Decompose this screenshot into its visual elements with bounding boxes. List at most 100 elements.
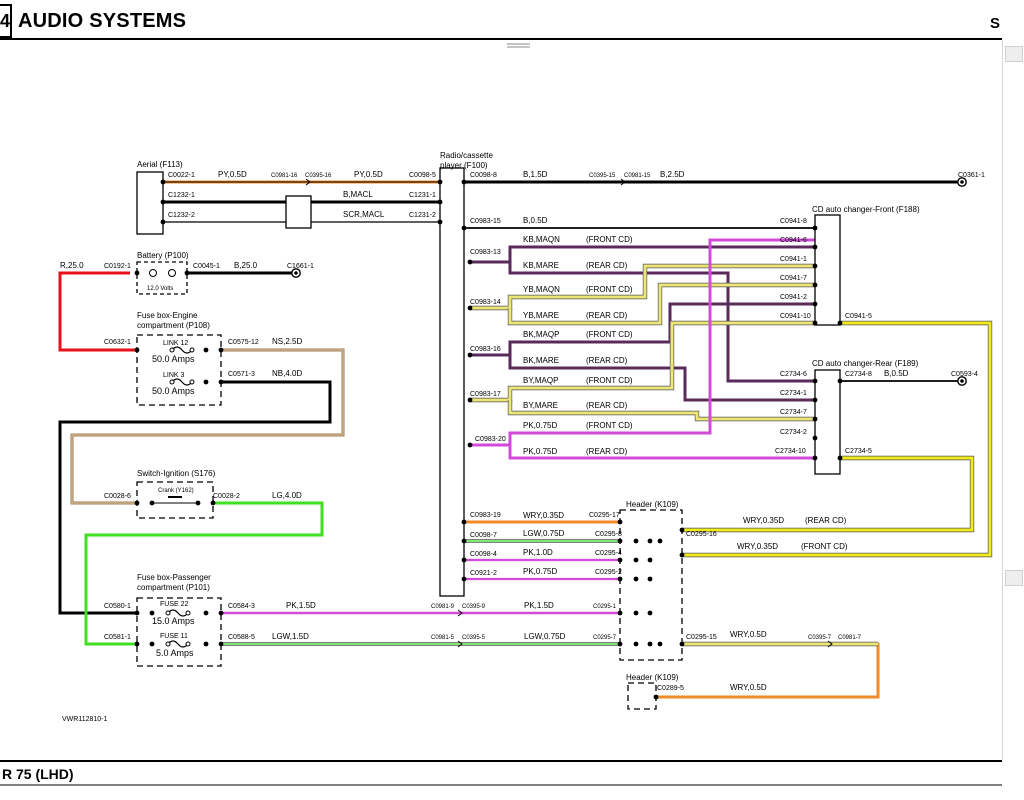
wire-label: C0941-1	[780, 256, 807, 263]
wire-label: C0098-7	[470, 532, 497, 539]
wire-label: C0580-1	[104, 603, 131, 610]
link3-fuse-icon	[171, 378, 193, 386]
pin-dot	[617, 519, 623, 525]
pin-dot	[633, 641, 639, 647]
wire-label: C0983-20	[475, 436, 506, 443]
pin-dot	[812, 244, 818, 250]
wire-label: C2734-5	[845, 448, 872, 455]
wire-label: (REAR CD)	[586, 261, 628, 270]
pin-dot	[160, 219, 166, 225]
cd-changer-rear-box	[814, 369, 841, 475]
pin-dot	[617, 641, 623, 647]
wire-label: PK,0.75D	[523, 447, 557, 456]
pin-dot	[218, 347, 224, 353]
wire-label: C0028-2	[213, 493, 240, 500]
scroll-up-marker[interactable]	[1005, 46, 1023, 62]
wire-label: B,2.5D	[660, 170, 685, 179]
fuse11-amps: 5.0 Amps	[156, 648, 194, 658]
wire-label: C0028-6	[104, 493, 131, 500]
wire-label: BK,MARE	[523, 356, 559, 365]
wire-label: PK,1.5D	[524, 601, 554, 610]
wire-label: SCR,MACL	[343, 210, 385, 219]
wire-label: C1231-2	[409, 212, 436, 219]
pin-dot	[461, 179, 467, 185]
link3-amps: 50.0 Amps	[152, 386, 195, 396]
wire-label: C0295-4	[595, 550, 622, 557]
wire-label: C0575-12	[228, 339, 259, 346]
pin-dot	[467, 305, 473, 311]
pin-dot	[812, 225, 818, 231]
wire-label: C0983-17	[470, 391, 501, 398]
wire-yb-maqn	[470, 264, 815, 310]
wire-label: C0983-13	[470, 249, 501, 256]
wire-pk-front	[470, 238, 815, 447]
fuse22-label: FUSE 22	[160, 601, 189, 608]
wire-cd-front-yellow	[682, 321, 992, 557]
wire-label: (FRONT CD)	[586, 376, 633, 385]
page-marker-box: 4	[0, 4, 12, 38]
pin-dot	[812, 435, 818, 441]
wire-label: C0295-15	[686, 634, 717, 641]
ground-terminal-center	[960, 379, 964, 383]
link3-fuse-icon-end-a	[169, 379, 175, 385]
pin-dot	[679, 641, 685, 647]
pin-dot	[437, 179, 443, 185]
link12-fuse-icon	[171, 346, 193, 354]
pin-dot	[647, 610, 653, 616]
wire-label: C0584-3	[228, 603, 255, 610]
inline-connector-icon	[457, 640, 463, 648]
header-k109-box	[619, 509, 683, 661]
pin-dot	[812, 378, 818, 384]
vertical-scrollbar[interactable]	[1002, 40, 1023, 760]
wire-label: C0295-1	[593, 604, 617, 610]
wire-label: B,1.5D	[523, 170, 548, 179]
pin-dot	[160, 179, 166, 185]
pin-dot	[837, 455, 843, 461]
wire-label: C0295-2	[595, 569, 622, 576]
fuse11-icon	[167, 640, 189, 648]
header-k109-b-title: Header (K109)	[626, 673, 679, 682]
wire-label: C0588-5	[228, 634, 255, 641]
pin-dot	[812, 263, 818, 269]
wire-label: C0981-15	[624, 173, 651, 179]
pin-dot	[633, 576, 639, 582]
pin-dot	[812, 397, 818, 403]
wire-bk-mare	[508, 355, 815, 402]
pin-dot	[160, 199, 166, 205]
fuse22-icon-end-a	[165, 610, 171, 616]
wire-label: NB,4.0D	[272, 369, 302, 378]
pin-dot	[461, 225, 467, 231]
battery-volts: 12.0 Volts	[147, 286, 173, 292]
link12-fuse-icon-end-b	[189, 347, 195, 353]
pin-dot	[203, 379, 209, 385]
wire-label: WRY,0.5D	[730, 630, 767, 639]
wire-kb-maqn	[470, 245, 815, 264]
footer-model: R 75 (LHD)	[2, 766, 74, 782]
wire-label: PK,0.75D	[523, 421, 557, 430]
pin-dot	[679, 552, 685, 558]
wire-label: YB,MARE	[523, 311, 559, 320]
wire-label: (REAR CD)	[586, 311, 628, 320]
wire-label: C0192-1	[104, 263, 131, 270]
pin-dot	[617, 576, 623, 582]
wire-label: B,MACL	[343, 190, 373, 199]
wire-label: C0983-14	[470, 299, 501, 306]
wire-nb-black	[58, 380, 332, 615]
fuse-engine-title: Fuse box-Engine	[137, 311, 198, 320]
pin-dot	[134, 270, 140, 276]
wire-label: BY,MARE	[523, 401, 558, 410]
scroll-thumb-marker[interactable]	[1005, 570, 1023, 586]
pin-dot	[134, 641, 140, 647]
pin-dot	[617, 610, 623, 616]
wire-label: C0941-5	[845, 313, 872, 320]
battery-terminal-icon	[168, 269, 176, 277]
wire-label: B,25.0	[234, 261, 258, 270]
wire-label: C0045-1	[193, 263, 220, 270]
wire-label: WRY,0.5D	[730, 683, 767, 692]
wire-label: C0941-6	[780, 237, 807, 244]
pin-dot	[647, 641, 653, 647]
wire-label: C0941-2	[780, 294, 807, 301]
pin-dot	[633, 557, 639, 563]
wire-label: KB,MAQN	[523, 235, 560, 244]
wire-label: C2734-10	[775, 448, 806, 455]
